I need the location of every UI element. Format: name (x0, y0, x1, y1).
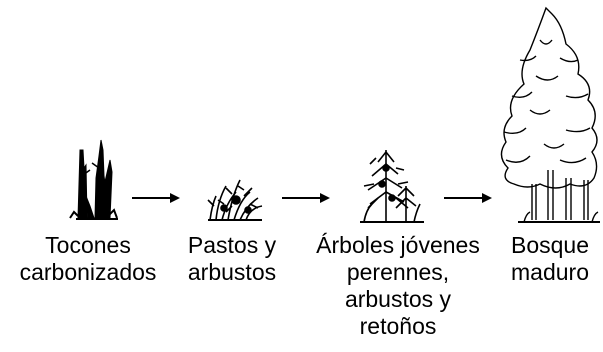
stage-label-line: retoños (359, 313, 437, 339)
burned-stumps-icon (69, 139, 118, 220)
young-trees-icon (360, 150, 424, 223)
grass-shrub-icon (207, 179, 263, 221)
stage-label-line: Pastos y (187, 232, 277, 258)
stage-label-line: arbustos y (344, 286, 452, 312)
stage-label-line: perennes, (346, 259, 450, 285)
stage-label-line: maduro (511, 259, 589, 285)
stage-label-line: Tocones (45, 232, 131, 258)
right-arrow-icon (132, 193, 180, 203)
mature-forest-icon (500, 6, 600, 223)
right-arrow-icon (282, 193, 330, 203)
stage-label-line: Árboles jóvenes (316, 232, 480, 258)
stage-label-grass-shrubs: Pastos y arbustos (176, 232, 288, 286)
stage-label-mature-forest: Bosque maduro (500, 232, 600, 286)
stage-label-line: arbustos (187, 259, 277, 285)
right-arrow-icon (444, 193, 492, 203)
stage-label-young-trees: Árboles jóvenes perennes, arbustos y ret… (300, 232, 496, 340)
stage-label-burned-stumps: Tocones carbonizados (4, 232, 172, 286)
stage-label-line: Bosque (510, 232, 589, 258)
stage-label-line: carbonizados (19, 259, 157, 285)
